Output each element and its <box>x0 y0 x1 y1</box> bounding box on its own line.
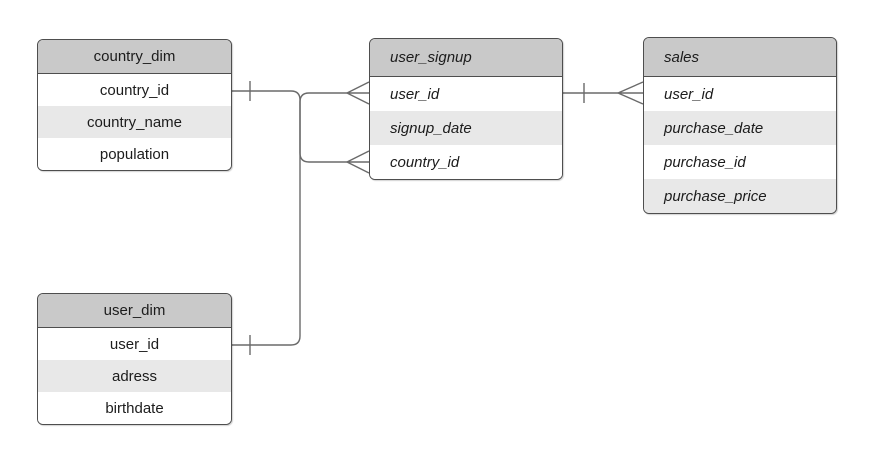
entity-field-row[interactable]: signup_date <box>370 111 562 145</box>
entity-table-country-dim[interactable]: country_dim country_id country_name popu… <box>37 39 232 171</box>
entity-table-user-signup[interactable]: user_signup user_id signup_date country_… <box>369 38 563 180</box>
entity-table-title[interactable]: sales <box>644 38 836 77</box>
entity-table-user-dim[interactable]: user_dim user_id adress birthdate <box>37 293 232 425</box>
crows-foot-many-icon <box>617 81 644 105</box>
entity-field-row[interactable]: purchase_date <box>644 111 836 145</box>
relationship-line[interactable] <box>232 92 347 346</box>
entity-field-row[interactable]: country_name <box>38 106 231 138</box>
entity-field-row[interactable]: country_id <box>38 74 231 106</box>
entity-field-row[interactable]: purchase_id <box>644 145 836 179</box>
relationship-user-signup-to-sales[interactable] <box>563 81 644 105</box>
entity-field-row[interactable]: population <box>38 138 231 170</box>
entity-table-title[interactable]: user_dim <box>38 294 231 328</box>
entity-field-row[interactable]: birthdate <box>38 392 231 424</box>
entity-field-row[interactable]: purchase_price <box>644 179 836 213</box>
crows-foot-many-icon <box>346 81 370 105</box>
relationship-line[interactable] <box>232 90 347 163</box>
crows-foot-many-icon <box>346 150 370 174</box>
entity-table-sales[interactable]: sales user_id purchase_date purchase_id … <box>643 37 837 214</box>
relationship-user-dim-to-user-signup[interactable] <box>232 81 370 355</box>
entity-field-row[interactable]: country_id <box>370 145 562 179</box>
entity-field-row[interactable]: user_id <box>370 77 562 111</box>
entity-field-row[interactable]: adress <box>38 360 231 392</box>
entity-table-title[interactable]: user_signup <box>370 39 562 77</box>
entity-table-title[interactable]: country_dim <box>38 40 231 74</box>
entity-field-row[interactable]: user_id <box>38 328 231 360</box>
entity-field-row[interactable]: user_id <box>644 77 836 111</box>
